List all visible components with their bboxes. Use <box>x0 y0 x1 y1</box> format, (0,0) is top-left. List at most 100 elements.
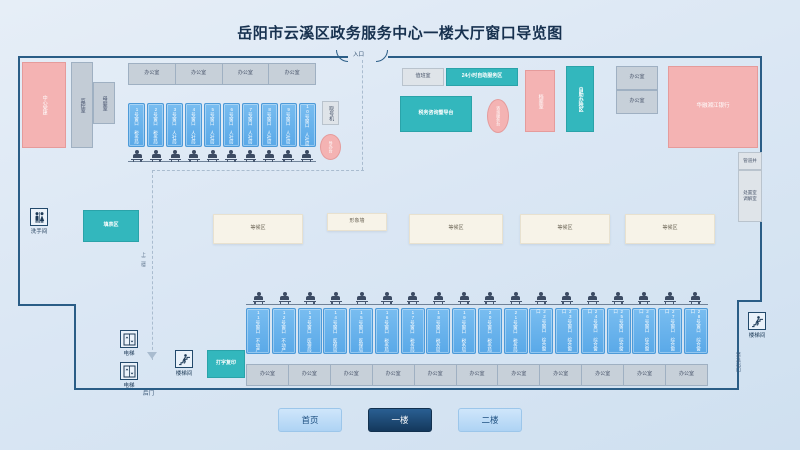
office-room[interactable]: 办公室 <box>455 364 498 386</box>
service-window[interactable]: 18号窗口 税务局 <box>426 308 451 354</box>
service-window[interactable]: 22号窗口 综合窗口 <box>529 308 554 354</box>
service-window[interactable]: 26号窗口 综合窗口 <box>632 308 657 354</box>
service-window-label: 15号窗口 医保局 <box>358 310 364 352</box>
mediation-room[interactable]: 处置室 调解室 <box>738 170 762 222</box>
stairs-tile-right[interactable]: 楼梯间 <box>748 312 766 339</box>
consult-service-oval[interactable]: 咨询服务台 <box>487 99 509 133</box>
service-window-label: 22号窗口 综合窗口 <box>536 309 547 351</box>
service-seat-icon <box>535 292 548 304</box>
waiting-zone-3[interactable]: 等候区 <box>520 214 610 244</box>
office-room[interactable]: 办公室 <box>329 364 372 386</box>
service-seat-icon <box>329 292 342 304</box>
service-window[interactable]: 1号窗口 税务局 <box>128 103 146 147</box>
service-window[interactable]: 13号窗口 医保局 <box>297 308 322 354</box>
service-window-label: 9号窗口 人社局 <box>286 106 292 144</box>
office-room[interactable]: 办公室 <box>581 364 624 386</box>
self-service-tax-area[interactable]: 自助办税区 <box>566 66 594 132</box>
office-room[interactable]: 办公室 <box>268 63 316 85</box>
service-seat-icon <box>252 292 265 304</box>
nav-button-active[interactable]: 一楼 <box>368 408 432 432</box>
service-window[interactable]: 15号窗口 医保局 <box>349 308 374 354</box>
nav-button-label: 首页 <box>301 415 319 425</box>
office-room[interactable]: 办公室 <box>221 63 269 85</box>
pipe-shaft[interactable]: 管道井 <box>738 152 762 170</box>
service-window[interactable]: 23号窗口 综合窗口 <box>555 308 580 354</box>
service-seat-icon <box>689 292 702 304</box>
service-window[interactable]: 9号窗口 人社局 <box>279 103 297 147</box>
service-window[interactable]: 25号窗口 综合窗口 <box>606 308 631 354</box>
service-window[interactable]: 28号窗口 综合窗口 <box>683 308 708 354</box>
room-monitor[interactable]: 监控室 <box>71 62 93 148</box>
office-room-right-2[interactable]: 办公室 <box>616 90 658 114</box>
nav-button-inactive[interactable]: 首页 <box>278 408 342 432</box>
bank-area[interactable]: 华融湘江银行 <box>668 66 758 148</box>
room-label: 办公室 <box>284 70 300 77</box>
service-window[interactable]: 16号窗口 税务局 <box>374 308 399 354</box>
circulation-arrow <box>147 352 157 359</box>
service-window[interactable]: 4号窗口 人社局 <box>184 103 203 147</box>
service-window[interactable]: 8号窗口 人社局 <box>260 103 279 147</box>
office-room[interactable]: 办公室 <box>539 364 582 386</box>
stairs-icon <box>748 312 766 330</box>
self-service-24h[interactable]: 24小时自助服务区 <box>446 68 518 86</box>
waiting-zone-2[interactable]: 等候区 <box>409 214 503 244</box>
duty-room[interactable]: 值班室 <box>402 68 444 86</box>
office-room[interactable]: 办公室 <box>497 364 540 386</box>
office-room[interactable]: 办公室 <box>413 364 456 386</box>
service-window[interactable]: 3号窗口 人社局 <box>165 103 184 147</box>
room-label: 办公室 <box>553 371 569 378</box>
service-window-label: 2号窗口 税务局 <box>153 106 159 144</box>
office-room-right-1[interactable]: 办公室 <box>616 66 658 90</box>
service-window[interactable]: 17号窗口 税务局 <box>400 308 425 354</box>
service-window[interactable]: 11号窗口 不动产 <box>246 308 271 354</box>
entrance-label: 入口 <box>353 52 365 58</box>
service-window[interactable]: 20号窗口 税务局 <box>477 308 502 354</box>
room-label: 办公室 <box>385 371 401 378</box>
service-window[interactable]: 5号窗口 人社局 <box>203 103 222 147</box>
copy-shop[interactable]: 打字复印 <box>207 350 245 378</box>
service-window-label: 17号窗口 税务局 <box>410 310 416 352</box>
tax-consult-desk[interactable]: 税务咨询暨导台 <box>400 96 472 132</box>
bottom-office-row: 办公室办公室办公室办公室办公室办公室办公室办公室办公室办公室办公室 <box>246 364 708 386</box>
office-room[interactable]: 办公室 <box>371 364 414 386</box>
room-nursery[interactable]: 母婴室 <box>93 82 115 124</box>
room-label: 办公室 <box>469 371 485 378</box>
service-window[interactable]: 6号窗口 人社局 <box>222 103 241 147</box>
office-room[interactable]: 办公室 <box>246 364 288 386</box>
office-room[interactable]: 办公室 <box>128 63 175 85</box>
service-window-label: 26号窗口 综合窗口 <box>639 309 650 351</box>
service-window[interactable]: 27号窗口 综合窗口 <box>658 308 683 354</box>
nav-button-inactive[interactable]: 二楼 <box>458 408 522 432</box>
ticket-machine[interactable]: 取号机 <box>322 101 339 125</box>
zone-label: 填表区 <box>103 222 119 229</box>
service-window[interactable]: 12号窗口 不动产 <box>271 308 296 354</box>
room-party-building[interactable]: 中心党建 <box>22 62 66 148</box>
waiting-zone-4[interactable]: 等候区 <box>625 214 715 244</box>
service-window[interactable]: 2号窗口 税务局 <box>146 103 165 147</box>
form-filling-zone[interactable]: 填表区 <box>83 210 139 242</box>
room-label: 办公室 <box>679 371 695 378</box>
service-window-label: 13号窗口 医保局 <box>307 310 313 352</box>
office-room[interactable]: 办公室 <box>665 364 708 386</box>
circulation-path-vertical-entry <box>362 60 363 170</box>
office-room[interactable]: 办公室 <box>623 364 666 386</box>
archive-room[interactable]: 档案室 <box>525 70 555 132</box>
service-window[interactable]: 7号窗口 人社局 <box>241 103 260 147</box>
service-window[interactable]: 19号窗口 税务局 <box>452 308 477 354</box>
service-window[interactable]: 24号窗口 综合窗口 <box>580 308 605 354</box>
service-window[interactable]: 14号窗口 医保局 <box>323 308 348 354</box>
hall-outline-top-left <box>18 56 348 58</box>
service-window[interactable]: 10号窗口 人社局 <box>298 103 316 147</box>
elevator-tile-1[interactable]: 电梯 <box>120 330 138 357</box>
stairs-tile-left[interactable]: 楼梯间 <box>175 350 193 377</box>
restroom-tile[interactable]: 洗手间 <box>30 208 48 235</box>
waiting-zone-1[interactable]: 等候区 <box>213 214 303 244</box>
guide-desk[interactable]: 导办台 <box>320 134 341 160</box>
office-room[interactable]: 办公室 <box>287 364 330 386</box>
service-seat-icon <box>187 150 200 162</box>
elevator-tile-2[interactable]: 电梯 <box>120 362 138 389</box>
service-window[interactable]: 21号窗口 税务局 <box>503 308 528 354</box>
image-wall[interactable]: 形象墙 <box>327 213 387 231</box>
office-room[interactable]: 办公室 <box>174 63 222 85</box>
service-seat-icon <box>432 292 445 304</box>
